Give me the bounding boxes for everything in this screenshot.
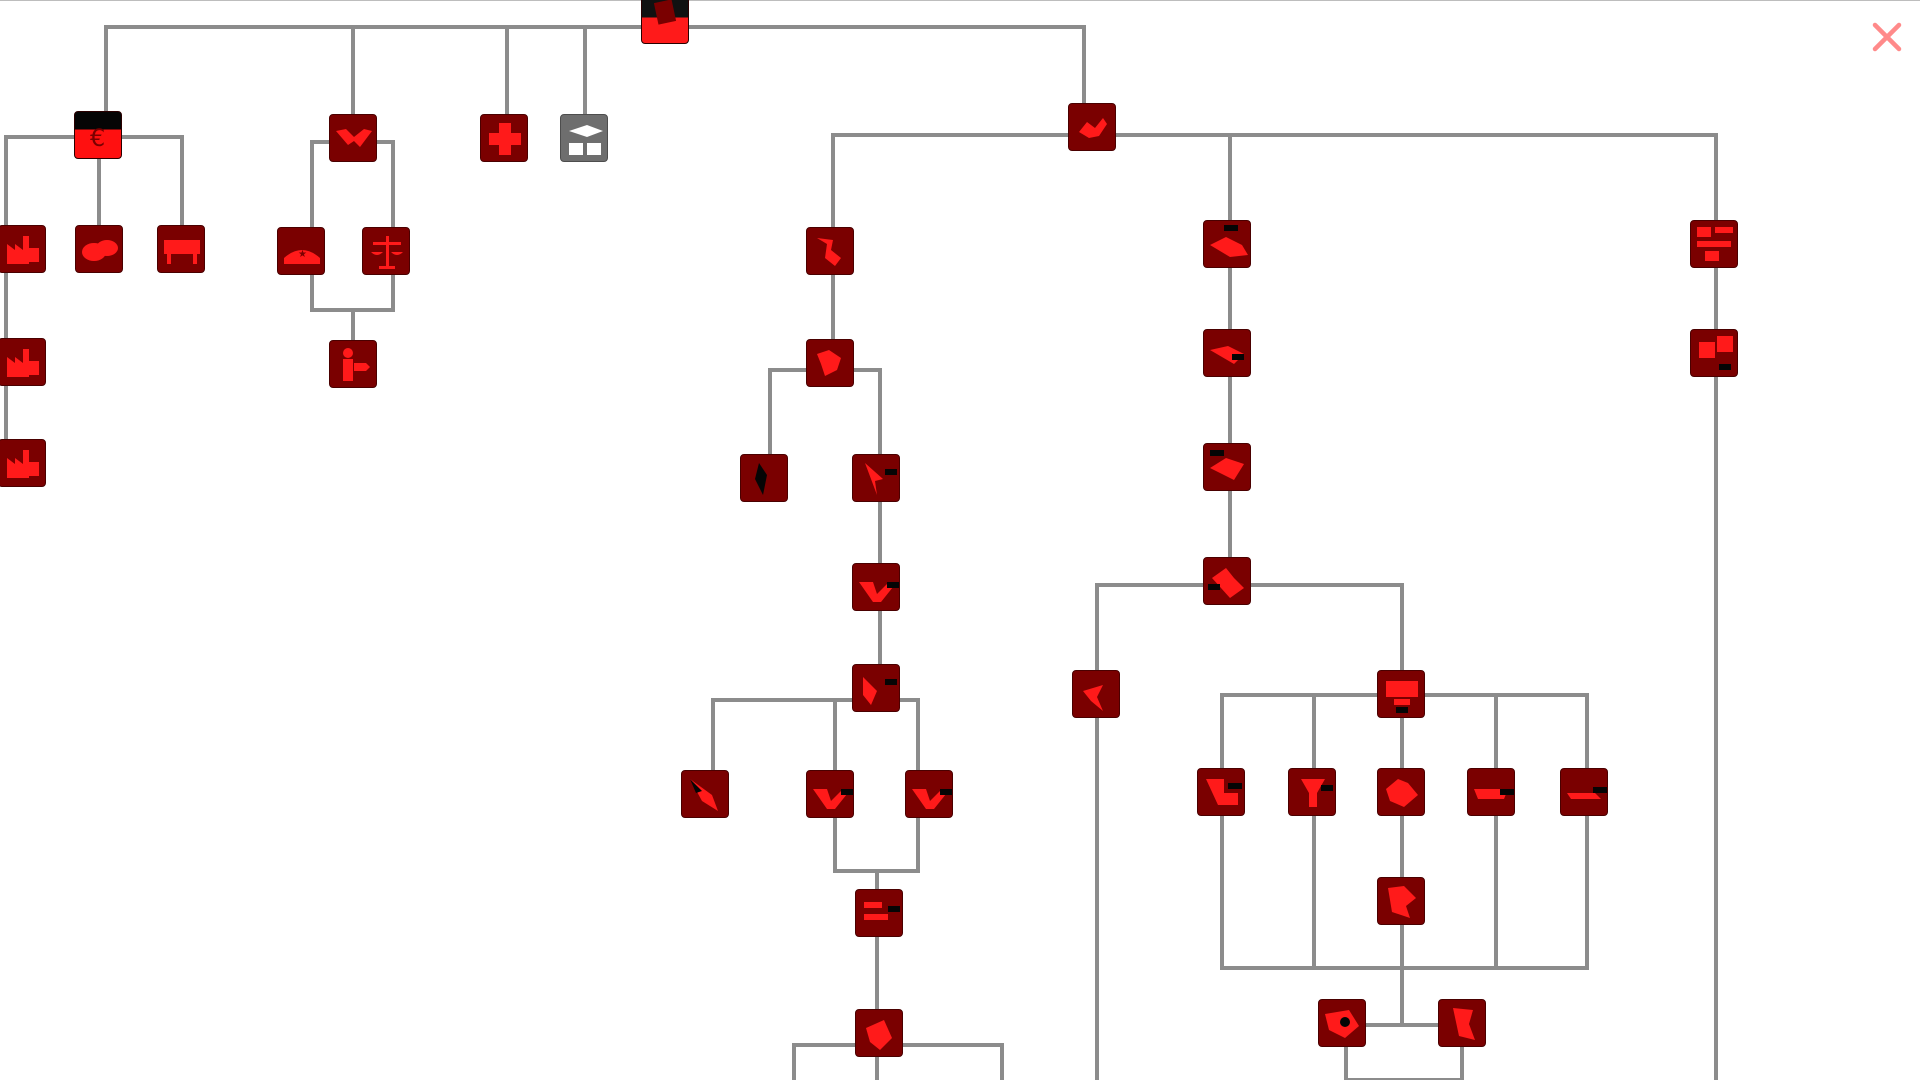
book-icon	[653, 0, 677, 25]
speaker-icon	[343, 348, 370, 381]
svg-text:★: ★	[298, 249, 307, 260]
tech-map-node-c[interactable]	[740, 454, 788, 502]
tech-map-node-x[interactable]	[1318, 999, 1366, 1047]
tech-education-node[interactable]	[560, 114, 608, 162]
tech-map-node-o[interactable]	[1203, 557, 1251, 605]
map-icon	[1206, 779, 1242, 805]
map-icon	[863, 677, 897, 705]
tech-livestock-node[interactable]	[157, 225, 205, 273]
map-icon	[1301, 779, 1333, 807]
scales-icon	[371, 236, 403, 269]
factory-3-icon	[7, 450, 39, 478]
map-icon	[864, 902, 900, 920]
map-icon	[1388, 886, 1416, 918]
tech-factory-2-node[interactable]	[0, 338, 46, 386]
tech-map-node-j[interactable]	[855, 889, 903, 937]
factory-2-icon	[7, 349, 39, 377]
map-icon	[912, 789, 952, 809]
top-border	[0, 0, 1920, 1]
tech-map-node-z[interactable]	[1690, 220, 1738, 268]
svg-text:€: €	[90, 124, 105, 152]
factory-1-icon	[7, 236, 39, 264]
tech-map-node-v[interactable]	[1560, 768, 1608, 816]
currency-icon: €	[90, 124, 105, 152]
tech-region-hub-node[interactable]	[1068, 103, 1116, 151]
cap-icon: ★	[284, 249, 320, 264]
map-icon	[1083, 685, 1103, 711]
tech-map-node-e[interactable]	[852, 563, 900, 611]
tech-map-node-m[interactable]	[1203, 329, 1251, 377]
bread-icon	[82, 240, 118, 261]
tech-factory-3-node[interactable]	[0, 439, 46, 487]
region-hub-icon	[1079, 118, 1107, 138]
tech-bread-node[interactable]	[75, 225, 123, 273]
tech-map-node-r[interactable]	[1197, 768, 1245, 816]
tech-map-node-u[interactable]	[1467, 768, 1515, 816]
tech-handshake-node[interactable]	[329, 114, 377, 162]
tech-map-node-g[interactable]	[681, 770, 729, 818]
tech-map-node-w[interactable]	[1377, 877, 1425, 925]
map-icon	[1210, 450, 1244, 480]
close-icon[interactable]	[1870, 20, 1904, 54]
tech-map-node-aa[interactable]	[1690, 329, 1738, 377]
graduation-cap-icon	[569, 125, 603, 155]
livestock-icon	[164, 240, 200, 264]
tech-map-node-d[interactable]	[852, 454, 900, 502]
tech-map-node-n[interactable]	[1203, 443, 1251, 491]
tech-map-node-i[interactable]	[905, 770, 953, 818]
map-icon	[1386, 681, 1418, 713]
tech-map-node-t[interactable]	[1377, 768, 1425, 816]
map-icon	[866, 1020, 892, 1050]
map-icon	[1697, 227, 1733, 261]
map-icon	[1208, 568, 1244, 598]
map-icon	[690, 779, 718, 811]
map-icon	[1699, 336, 1733, 370]
map-icon	[817, 350, 841, 376]
medical-cross-icon	[489, 123, 521, 155]
map-icon	[1210, 225, 1248, 257]
map-icon	[813, 789, 853, 809]
tech-map-node-q[interactable]	[1377, 670, 1425, 718]
map-icon	[817, 238, 841, 266]
map-icon	[1453, 1008, 1475, 1040]
tech-map-node-l[interactable]	[1203, 220, 1251, 268]
map-icon	[1210, 346, 1244, 364]
tech-economy-node[interactable]: €	[74, 111, 122, 159]
map-icon	[1325, 1010, 1359, 1038]
tech-military-cap-node[interactable]: ★	[277, 227, 325, 275]
map-icon	[859, 582, 899, 602]
tech-map-node-k[interactable]	[855, 1009, 903, 1057]
tech-medicine-node[interactable]	[480, 114, 528, 162]
handshake-icon	[336, 129, 372, 147]
tech-map-node-p[interactable]	[1072, 670, 1120, 718]
tech-map-node-s[interactable]	[1288, 768, 1336, 816]
tech-factory-1-node[interactable]	[0, 225, 46, 273]
tech-root-node[interactable]	[641, 0, 689, 44]
tech-speaker-node[interactable]	[329, 340, 377, 388]
tech-map-node-y[interactable]	[1438, 999, 1486, 1047]
tech-justice-node[interactable]	[362, 227, 410, 275]
tech-map-node-h[interactable]	[806, 770, 854, 818]
tech-map-node-b[interactable]	[806, 339, 854, 387]
map-icon	[755, 463, 767, 495]
tech-map-node-a[interactable]	[806, 227, 854, 275]
map-icon	[865, 463, 897, 495]
tech-map-node-f[interactable]	[852, 664, 900, 712]
map-icon	[1474, 789, 1514, 799]
map-icon	[1567, 787, 1607, 799]
map-icon	[1386, 779, 1418, 807]
